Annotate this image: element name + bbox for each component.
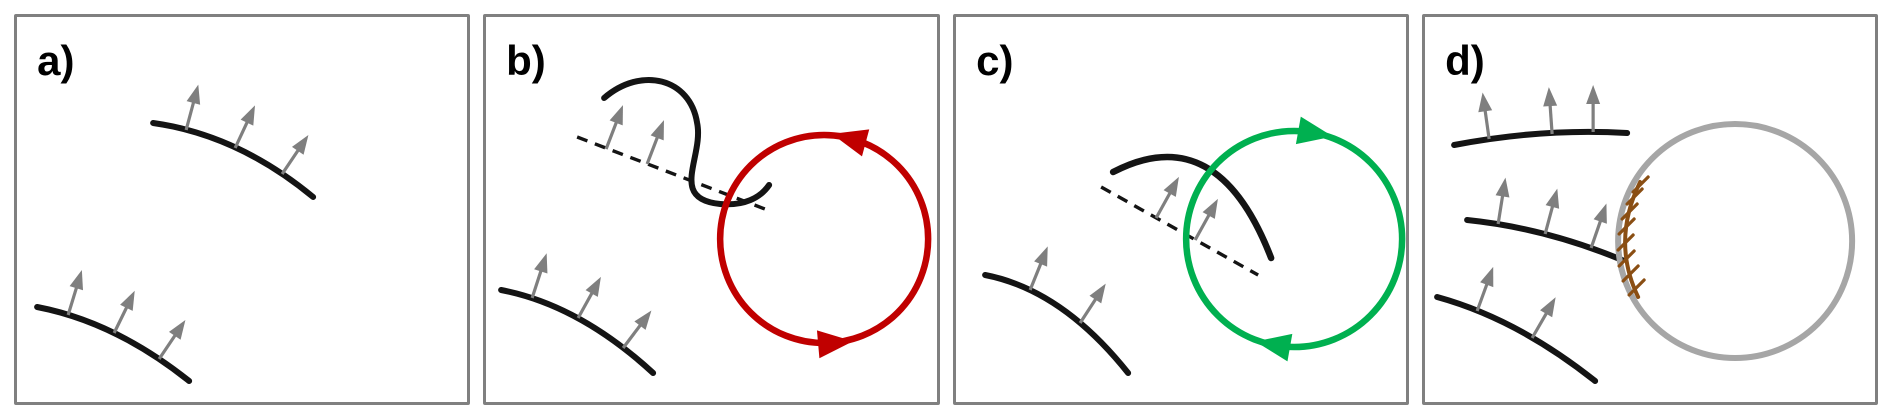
- hatch-tick: [1627, 278, 1646, 297]
- surface-segment-upper: [150, 120, 317, 200]
- hatch-tick: [1620, 202, 1639, 221]
- rotation-circle-red: [717, 131, 932, 347]
- gray-circle: [1614, 121, 1855, 361]
- hatch-tick: [1617, 249, 1636, 268]
- rotation-arrowhead-icon: [1252, 327, 1292, 362]
- tangent-dashed-line: [1099, 185, 1259, 277]
- normal-arrow-icon: [1540, 85, 1561, 137]
- normal-arrow-icon: [1473, 89, 1498, 142]
- hatch-tick: [1621, 264, 1640, 283]
- normal-arrow-icon: [59, 266, 91, 319]
- rotation-arrowhead-icon: [1295, 116, 1335, 151]
- normal-arrow-icon: [1536, 185, 1566, 238]
- normal-arrow-icon: [177, 81, 207, 134]
- hatch-tick: [1625, 187, 1644, 206]
- normal-arrow-icon: [1468, 262, 1502, 315]
- surface-segment-lower: [981, 272, 1131, 376]
- panel-a-label: a): [37, 37, 74, 84]
- panel-b-canvas: b): [498, 37, 932, 376]
- hatch-tick: [1631, 175, 1650, 194]
- curved-arc: [1109, 153, 1274, 262]
- normal-arrow-icon: [1489, 174, 1514, 227]
- panel-c: c): [952, 14, 1409, 405]
- hatch-tick: [1617, 217, 1636, 236]
- panel-b-label: b): [506, 37, 546, 84]
- normal-arrow-icon: [639, 116, 673, 169]
- normal-arrow-icon: [1021, 242, 1056, 295]
- surface-segment-top: [1450, 128, 1630, 148]
- panel-d: d): [1421, 14, 1878, 405]
- normal-arrow-icon: [1584, 83, 1602, 134]
- normal-arrow-icon: [524, 249, 556, 302]
- surface-segment-lower: [498, 287, 657, 376]
- panel-a-canvas: a): [34, 37, 317, 384]
- hatch-tick: [1616, 233, 1635, 252]
- normal-arrow-icon: [570, 271, 609, 323]
- hatched-boundary: [1616, 175, 1650, 299]
- panel-d-canvas: d): [1433, 37, 1855, 384]
- surface-segment-bottom: [1433, 294, 1598, 384]
- normal-arrow-icon: [1582, 199, 1615, 252]
- panel-d-label: d): [1445, 37, 1485, 84]
- panel-b: b): [483, 14, 940, 405]
- rotation-arrowhead-icon: [817, 327, 855, 359]
- surface-segment-middle: [1463, 217, 1625, 263]
- rotation-circle-green: [1182, 127, 1405, 351]
- tangent-dashed-line: [576, 135, 771, 213]
- surface-segment-lower: [34, 304, 193, 384]
- normal-arrow-icon: [106, 286, 143, 338]
- panel-c-label: c): [976, 37, 1013, 84]
- panel-c-canvas: c): [976, 37, 1405, 376]
- normal-arrow-icon: [1147, 171, 1187, 223]
- normal-arrow-icon: [598, 101, 632, 154]
- panel-a: a): [14, 14, 471, 405]
- wavy-curve: [601, 76, 773, 208]
- normal-arrow-icon: [616, 304, 659, 354]
